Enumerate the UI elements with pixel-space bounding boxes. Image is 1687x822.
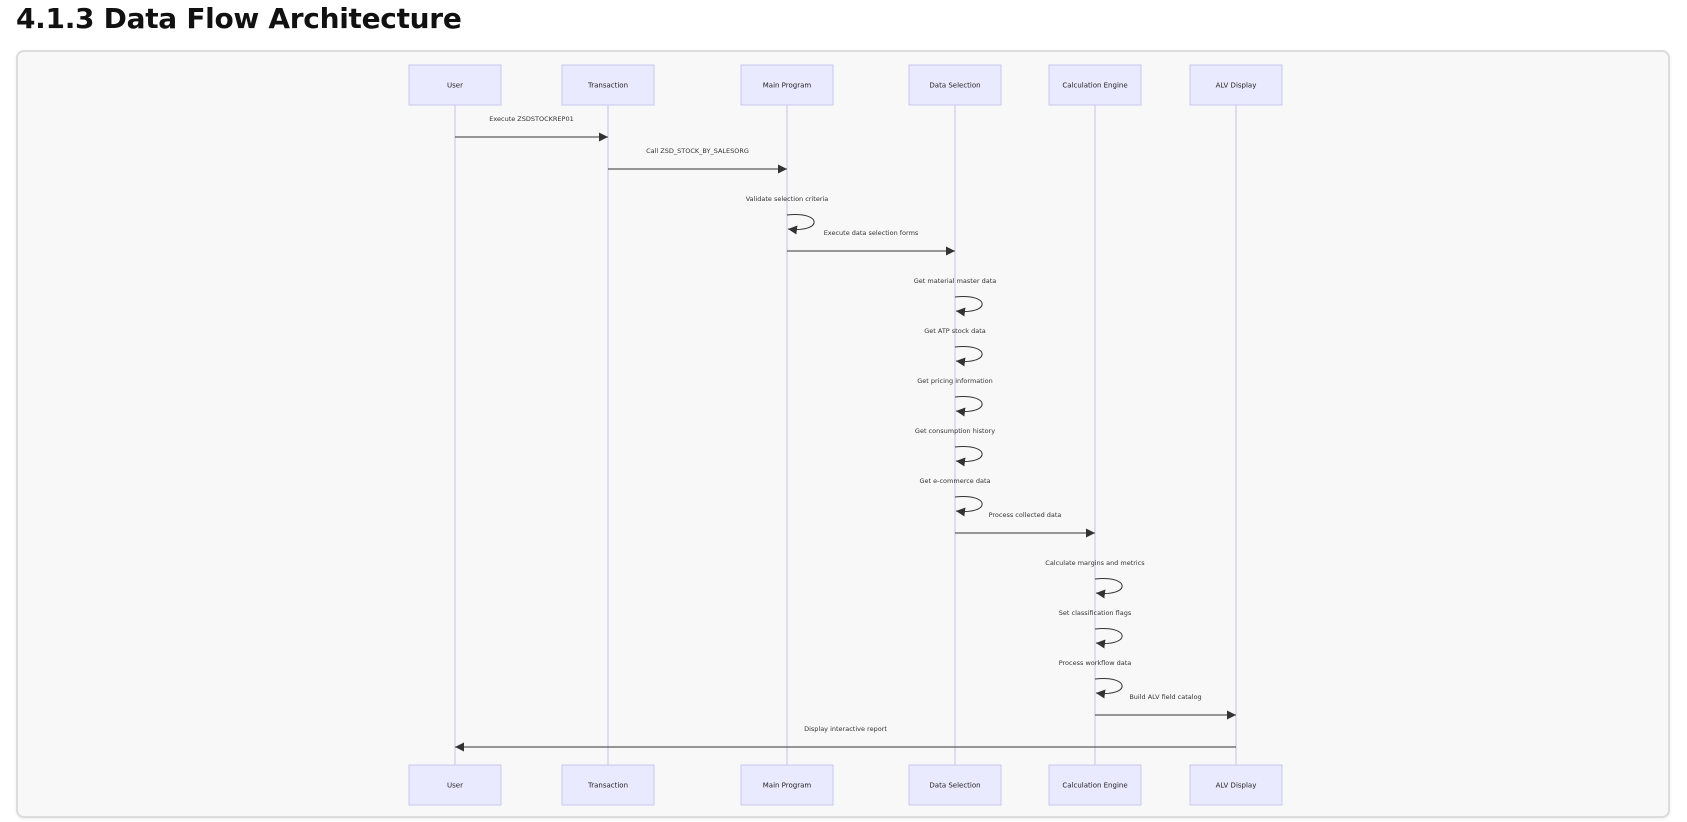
participant-alv-top: ALV Display: [1189, 64, 1283, 106]
participant-label: Data Selection: [929, 782, 980, 790]
participant-txn-top: Transaction: [561, 64, 655, 106]
message-label: Get ATP stock data: [924, 327, 986, 335]
message-1: Call ZSD_STOCK_BY_SALESORG: [608, 147, 787, 174]
participant-label: Main Program: [763, 82, 812, 90]
message-label: Get consumption history: [915, 427, 995, 435]
participant-label: User: [447, 782, 463, 790]
diagram-container: [16, 50, 1670, 818]
message-12: Process workflow data: [1059, 659, 1132, 699]
message-label: Execute data selection forms: [824, 229, 919, 237]
participant-alv-bottom: ALV Display: [1189, 764, 1283, 806]
message-4: Get material master data: [914, 277, 996, 317]
participant-calc-bottom: Calculation Engine: [1048, 764, 1142, 806]
participant-box: [1189, 764, 1283, 806]
self-message-arrow: [954, 396, 983, 417]
self-message-arrow: [954, 296, 983, 317]
participant-label: ALV Display: [1216, 782, 1257, 790]
message-label: Execute ZSDSTOCKREP01: [489, 115, 573, 123]
message-14: Display interactive report: [455, 725, 1236, 752]
message-label: Build ALV field catalog: [1129, 693, 1201, 701]
message-7: Get consumption history: [915, 427, 995, 467]
message-2: Validate selection criteria: [746, 195, 829, 235]
self-message-arrow: [786, 214, 815, 235]
message-label: Process collected data: [989, 511, 1062, 519]
page-title: 4.1.3 Data Flow Architecture: [16, 2, 462, 35]
participant-user-bottom: User: [408, 764, 502, 806]
message-3: Execute data selection forms: [787, 229, 955, 256]
message-label: Set classification flags: [1059, 609, 1132, 617]
participant-label: Transaction: [587, 82, 628, 90]
participant-box: [561, 64, 655, 106]
message-label: Display interactive report: [804, 725, 887, 733]
participant-box: [908, 64, 1002, 106]
message-8: Get e-commerce data: [919, 477, 991, 517]
self-message-arrow: [1094, 578, 1123, 599]
participant-box: [1048, 764, 1142, 806]
self-message-arrow: [1094, 628, 1123, 649]
participant-box: [740, 764, 834, 806]
participant-data-top: Data Selection: [908, 64, 1002, 106]
message-13: Build ALV field catalog: [1095, 693, 1236, 720]
participant-box: [408, 764, 502, 806]
participant-label: Transaction: [587, 782, 628, 790]
message-label: Validate selection criteria: [746, 195, 829, 203]
message-6: Get pricing information: [917, 377, 993, 417]
self-message-arrow: [954, 346, 983, 367]
self-message-arrow: [954, 496, 983, 517]
message-label: Get e-commerce data: [919, 477, 990, 485]
self-message-arrow: [1094, 678, 1123, 699]
message-0: Execute ZSDSTOCKREP01: [455, 115, 608, 142]
participant-data-bottom: Data Selection: [908, 764, 1002, 806]
message-5: Get ATP stock data: [924, 327, 986, 367]
message-9: Process collected data: [955, 511, 1095, 538]
participant-label: ALV Display: [1216, 82, 1257, 90]
participant-label: Calculation Engine: [1062, 82, 1127, 90]
participant-box: [408, 64, 502, 106]
message-label: Get pricing information: [917, 377, 992, 385]
message-label: Process workflow data: [1059, 659, 1132, 667]
message-label: Calculate margins and metrics: [1045, 559, 1145, 567]
participant-box: [561, 764, 655, 806]
participant-main-top: Main Program: [740, 64, 834, 106]
participant-label: Main Program: [763, 782, 812, 790]
participant-txn-bottom: Transaction: [561, 764, 655, 806]
participant-label: Calculation Engine: [1062, 782, 1127, 790]
participant-main-bottom: Main Program: [740, 764, 834, 806]
message-label: Get material master data: [914, 277, 996, 285]
participant-user-top: User: [408, 64, 502, 106]
participant-calc-top: Calculation Engine: [1048, 64, 1142, 106]
participant-label: Data Selection: [929, 82, 980, 90]
participant-box: [1048, 64, 1142, 106]
message-11: Set classification flags: [1059, 609, 1132, 649]
participant-box: [740, 64, 834, 106]
message-10: Calculate margins and metrics: [1045, 559, 1145, 599]
participant-box: [1189, 64, 1283, 106]
message-label: Call ZSD_STOCK_BY_SALESORG: [646, 147, 749, 155]
participant-label: User: [447, 82, 463, 90]
participant-box: [908, 764, 1002, 806]
self-message-arrow: [954, 446, 983, 467]
